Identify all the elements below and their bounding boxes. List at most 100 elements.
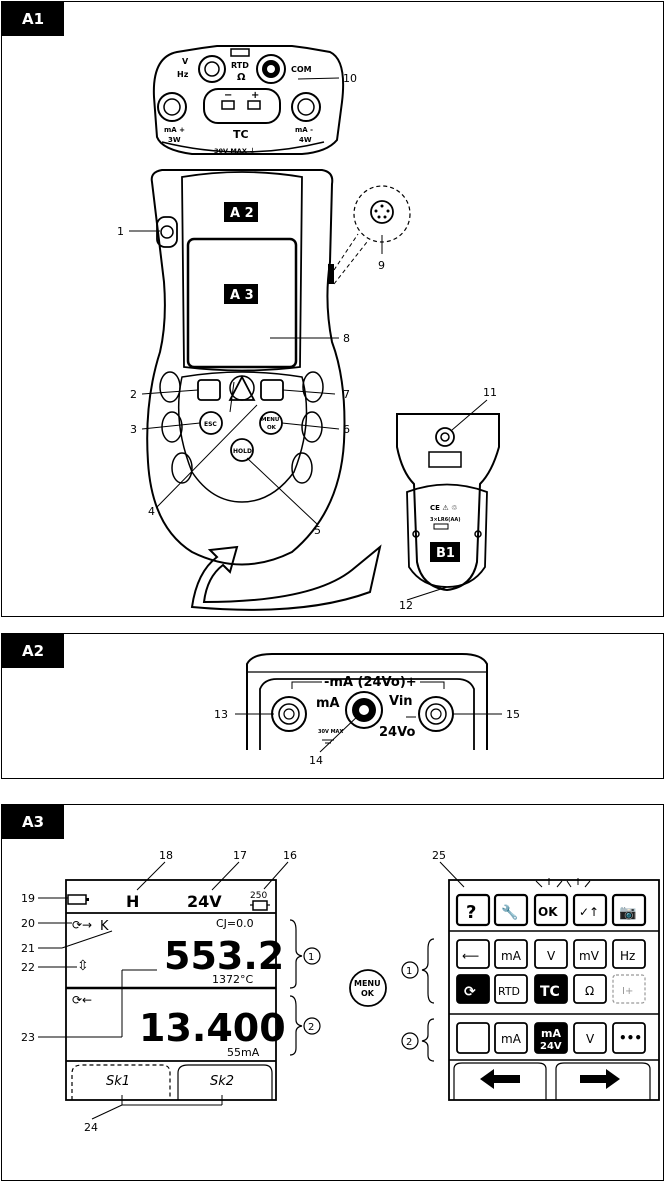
a2-24vo-label: 24Vo (379, 725, 415, 740)
v-option-label: V (547, 949, 556, 963)
callout-2: 2 (130, 388, 137, 401)
k-label: K (100, 919, 109, 934)
callout-20: 20 (21, 917, 35, 930)
a2-vin-label: Vin (389, 694, 413, 709)
mv-option-label: mV (579, 949, 600, 963)
marker-b1: B1 (436, 546, 455, 561)
display-illustration: H 24V 250 CJ=0.0 ⟳→ K 553.2 1372°C ⇳ ⟳← … (21, 849, 660, 1134)
wrench-icon: 🔧 (501, 903, 518, 921)
callout-24: 24 (84, 1121, 98, 1134)
chart-icon: ✓↑ (579, 905, 599, 919)
v-output-label: V (586, 1032, 595, 1046)
callout-15: 15 (506, 708, 520, 721)
range-2-label: 55mA (227, 1046, 260, 1059)
section-tag-a1: A1 (2, 2, 64, 36)
callout-13: 13 (214, 708, 228, 721)
help-icon: ? (466, 902, 476, 923)
terminal-rtd-label: RTD (231, 61, 249, 70)
hold-indicator: H (126, 892, 139, 911)
cj-label: CJ=0.0 (216, 917, 254, 930)
voltage-indicator: 24V (187, 892, 222, 911)
marker-a2: A 2 (230, 206, 254, 221)
ma24v-option-label-1: mA (541, 1027, 561, 1040)
menu-ok-label-1: MENU (354, 979, 381, 988)
terminal-ma3w-label: mA + (164, 126, 185, 134)
terminal-hz-label: Hz (177, 70, 189, 79)
arrow-icon-2: ⟳← (72, 993, 92, 1007)
terminal-tc-label: TC (233, 128, 249, 141)
terminal-ma4w-label: mA - (295, 126, 313, 134)
main-value: 553.2 (164, 934, 284, 978)
disabled-option-label: I+ (622, 986, 633, 997)
callout-18: 18 (159, 849, 173, 862)
section-tag-a2: A2 (2, 634, 64, 668)
callout-4: 4 (148, 505, 155, 518)
rtd-option-label: RTD (498, 985, 520, 998)
terminal-com-label: COM (291, 65, 312, 74)
section-tag-a3: A3 (2, 805, 64, 839)
callout-5: 5 (314, 524, 321, 537)
range-1-label: 1372°C (212, 973, 253, 986)
callout-22: 22 (21, 961, 35, 974)
callout-21: 21 (21, 942, 35, 955)
ma-output-label: mA (501, 1032, 522, 1046)
callout-8: 8 (343, 332, 350, 345)
connector-illustration: -mA (24Vo)+ mA Vin 24Vo 30V MAX 13 14 15 (214, 653, 520, 767)
group-circle-1: 1 (308, 952, 314, 963)
left-arrow-icon (480, 1069, 520, 1089)
callout-19: 19 (21, 892, 35, 905)
step-icon: ••• (619, 1031, 642, 1045)
softkey-2-label: Sk2 (210, 1074, 234, 1089)
counter-indicator: 250 (250, 891, 267, 901)
callout-25: 25 (432, 849, 446, 862)
battery-cells-label: 3×LR6(AA) (430, 517, 461, 523)
callout-12: 12 (399, 599, 413, 612)
menu-button-label-1: MENU (261, 417, 279, 423)
ma24v-option-label-2: 24V (540, 1041, 562, 1052)
callout-3: 3 (130, 423, 137, 436)
terminal-4w-label: 4W (299, 136, 312, 144)
callout-14: 14 (309, 754, 323, 767)
a2-header-label: -mA (24Vo)+ (324, 675, 417, 690)
callout-10: 10 (343, 72, 357, 85)
callout-11: 11 (483, 386, 497, 399)
terminal-minus-label: − (224, 90, 232, 101)
hz-option-label: Hz (620, 949, 635, 963)
callout-17: 17 (233, 849, 247, 862)
callout-7: 7 (343, 388, 350, 401)
a2-max-label: 30V MAX (318, 729, 343, 735)
ma-option-label: mA (501, 949, 522, 963)
marker-a3: A 3 (230, 288, 254, 303)
updown-icon: ⇳ (77, 958, 89, 974)
terminal-max-label: 30V MAX ⏚ (214, 147, 256, 155)
a2-ma-label: mA (316, 696, 340, 711)
panel-a1: A1 V Hz RTD Ω COM mA + 3W mA - 4W TC − +… (1, 1, 664, 617)
callout-1: 1 (117, 225, 124, 238)
terminal-ohm-label: Ω (237, 72, 246, 83)
right-arrow-icon (580, 1069, 620, 1089)
source-icon: ⟵ (462, 949, 479, 963)
camera-icon: 📷 (619, 905, 636, 921)
callout-6: 6 (343, 423, 350, 436)
tc-option-label: TC (540, 984, 560, 1000)
device-illustration: V Hz RTD Ω COM mA + 3W mA - 4W TC − + 30… (117, 45, 500, 612)
callout-9: 9 (378, 259, 385, 272)
menu-ok-label-2: OK (361, 989, 375, 998)
ohm-option-label: Ω (585, 984, 594, 998)
secondary-value: 13.400 (139, 1006, 286, 1050)
terminal-v-label: V (182, 57, 189, 66)
measure-icon: ⟳ (464, 984, 476, 1000)
hold-button-label: HOLD (233, 448, 252, 455)
terminal-plus-label: + (251, 90, 259, 101)
terminal-3w-label: 3W (168, 136, 181, 144)
group-circle-2-right: 2 (406, 1037, 412, 1048)
panel-a3: A3 H 24V 250 CJ=0.0 ⟳→ K 553.2 1372°C ⇳ … (1, 804, 664, 1181)
menu-button-label-2: OK (267, 425, 277, 431)
group-circle-2: 2 (308, 1022, 314, 1033)
arrow-icon-1: ⟳→ (72, 918, 92, 932)
battery-ce-label: CE ⚠ ♲ (430, 504, 457, 512)
panel-a2: A2 -mA (24Vo)+ mA Vin 24Vo 30V MAX 13 14… (1, 633, 664, 779)
callout-23: 23 (21, 1031, 35, 1044)
callout-16: 16 (283, 849, 297, 862)
esc-button-label: ESC (204, 421, 217, 428)
